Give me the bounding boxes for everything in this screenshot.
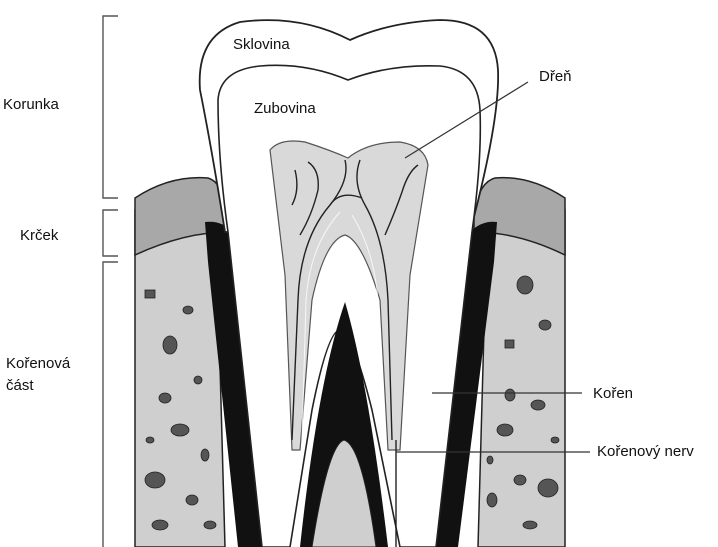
label-pulp: Dřeň	[539, 69, 572, 84]
label-crown: Korunka	[3, 97, 59, 112]
label-neck: Krček	[20, 228, 58, 243]
label-root: Kořen	[593, 386, 633, 401]
label-root-part: Kořenová část	[6, 353, 96, 397]
bracket-neck	[103, 210, 118, 256]
label-enamel: Sklovina	[233, 37, 290, 52]
label-root-nerve: Kořenový nerv	[597, 444, 694, 459]
bracket-root	[103, 262, 118, 547]
label-dentin: Zubovina	[254, 101, 316, 116]
bracket-crown	[103, 16, 118, 198]
